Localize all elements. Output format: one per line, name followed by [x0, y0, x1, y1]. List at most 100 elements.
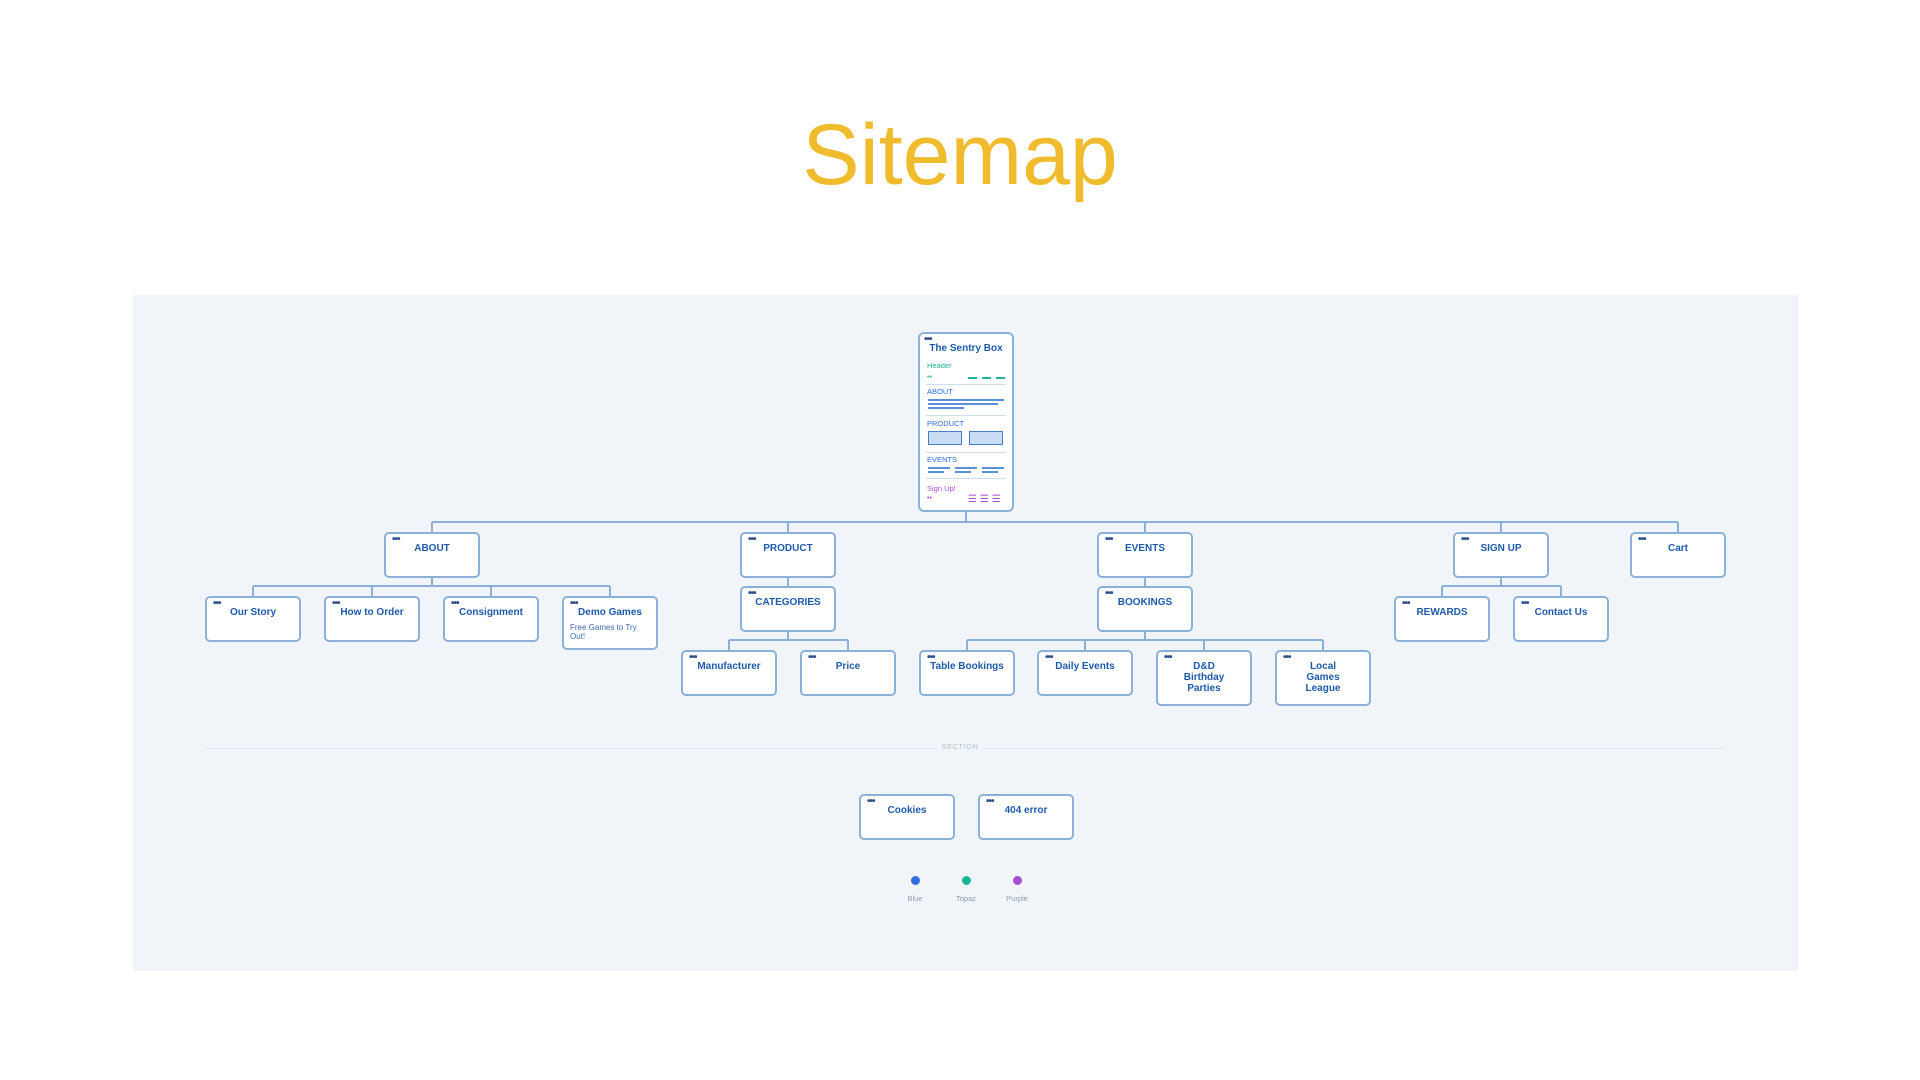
options-dots-icon[interactable]: ••• [1638, 534, 1646, 545]
options-dots-icon[interactable]: ••• [867, 796, 875, 807]
node-manufacturer[interactable]: ••• Manufacturer [681, 650, 777, 696]
node-label: Cart [1667, 543, 1688, 554]
purple-dot-icon [1012, 876, 1022, 885]
section-divider [983, 748, 1724, 749]
options-dots-icon[interactable]: ••• [748, 534, 756, 545]
node-label: Our Story [229, 607, 277, 618]
wf-signup-menu-icon: ☰☰☰ [968, 494, 1004, 505]
wf-text-line [928, 407, 964, 409]
node-label: Price [835, 661, 861, 672]
node-how-to-order[interactable]: ••• How to Order [324, 596, 420, 642]
options-dots-icon[interactable]: ••• [1105, 534, 1113, 545]
node-dnd-birthday-parties[interactable]: ••• D&D Birthday Parties [1156, 650, 1252, 706]
wf-header-nav [996, 377, 1005, 379]
wf-events-label: EVENTS [927, 455, 958, 464]
slide-title: Sitemap [802, 107, 1118, 203]
node-events[interactable]: ••• EVENTS [1097, 532, 1193, 578]
legend-item-purple: Purple [997, 876, 1037, 903]
node-local-games-league[interactable]: ••• Local Games League [1275, 650, 1371, 706]
node-label: Manufacturer [697, 661, 761, 672]
node-rewards[interactable]: ••• REWARDS [1394, 596, 1490, 642]
home-page-node[interactable]: ••• The Sentry Box Header •• ABOUT PRODU… [918, 332, 1014, 512]
options-dots-icon[interactable]: ••• [451, 598, 459, 609]
options-dots-icon[interactable]: ••• [1045, 652, 1053, 663]
wf-product-label: PRODUCT [927, 419, 965, 428]
wf-signup-label: Sign Up! [927, 484, 956, 493]
node-label: 404 error [1004, 805, 1048, 816]
node-label: REWARDS [1416, 607, 1468, 618]
wf-event-line [955, 471, 971, 473]
node-about[interactable]: ••• ABOUT [384, 532, 480, 578]
home-title: The Sentry Box [929, 343, 1003, 354]
node-our-story[interactable]: ••• Our Story [205, 596, 301, 642]
options-dots-icon[interactable]: ••• [927, 652, 935, 663]
options-dots-icon[interactable]: ••• [1461, 534, 1469, 545]
node-note: Free Games to Try Out! [570, 623, 637, 641]
wf-divider [926, 415, 1006, 416]
node-label: Demo Games [578, 607, 642, 618]
options-dots-icon[interactable]: ••• [1521, 598, 1529, 609]
options-dots-icon[interactable]: ••• [986, 796, 994, 807]
legend-label: Blue [907, 894, 923, 903]
node-demo-games[interactable]: ••• Demo Games Free Games to Try Out! [562, 596, 658, 650]
node-product[interactable]: ••• PRODUCT [740, 532, 836, 578]
options-dots-icon[interactable]: ••• [1164, 652, 1172, 663]
node-label: EVENTS [1124, 543, 1165, 554]
node-label: BOOKINGS [1117, 597, 1173, 608]
section-label: SECTION [941, 742, 979, 751]
wf-event-line [955, 467, 977, 469]
node-cookies[interactable]: ••• Cookies [859, 794, 955, 840]
node-label: D&D Birthday Parties [1183, 661, 1225, 694]
wf-divider [926, 452, 1006, 453]
node-daily-events[interactable]: ••• Daily Events [1037, 650, 1133, 696]
options-dots-icon[interactable]: ••• [924, 334, 932, 345]
options-dots-icon[interactable]: ••• [570, 598, 578, 609]
options-dots-icon[interactable]: ••• [1402, 598, 1410, 609]
wf-about-label: ABOUT [927, 387, 953, 396]
wf-header-nav [982, 377, 991, 379]
options-dots-icon[interactable]: ••• [1105, 588, 1113, 599]
wf-header-dots-icon: •• [927, 374, 932, 381]
blue-dot-icon [910, 876, 920, 885]
options-dots-icon[interactable]: ••• [392, 534, 400, 545]
legend-item-blue: Blue [895, 876, 935, 903]
node-categories[interactable]: ••• CATEGORIES [740, 586, 836, 632]
wf-event-line [982, 467, 1004, 469]
node-label: Daily Events [1055, 661, 1115, 672]
node-label: PRODUCT [763, 543, 813, 554]
node-label: Contact Us [1534, 607, 1588, 618]
wf-text-line [928, 399, 1004, 401]
wf-header-nav [968, 377, 977, 379]
section-divider [206, 748, 937, 749]
legend-label: Topaz [955, 894, 976, 903]
wf-divider [926, 384, 1006, 385]
node-label: How to Order [340, 607, 404, 618]
node-cart[interactable]: ••• Cart [1630, 532, 1726, 578]
node-404-error[interactable]: ••• 404 error [978, 794, 1074, 840]
node-label: Cookies [887, 805, 927, 816]
wf-signup-dots-icon: •• [927, 495, 932, 502]
node-contact-us[interactable]: ••• Contact Us [1513, 596, 1609, 642]
wf-event-line [928, 471, 944, 473]
legend-item-topaz: Topaz [946, 876, 986, 903]
topaz-dot-icon [961, 876, 971, 885]
options-dots-icon[interactable]: ••• [1283, 652, 1291, 663]
options-dots-icon[interactable]: ••• [808, 652, 816, 663]
node-consignment[interactable]: ••• Consignment [443, 596, 539, 642]
node-price[interactable]: ••• Price [800, 650, 896, 696]
wf-text-line [928, 403, 998, 405]
wf-header-label: Header [927, 361, 952, 370]
node-label: ABOUT [414, 543, 450, 554]
wf-event-line [928, 467, 950, 469]
node-table-bookings[interactable]: ••• Table Bookings [919, 650, 1015, 696]
wf-product-card [969, 431, 1003, 445]
options-dots-icon[interactable]: ••• [332, 598, 340, 609]
node-bookings[interactable]: ••• BOOKINGS [1097, 586, 1193, 632]
options-dots-icon[interactable]: ••• [689, 652, 697, 663]
node-sign-up[interactable]: ••• SIGN UP [1453, 532, 1549, 578]
wf-divider [926, 478, 1006, 479]
node-label: SIGN UP [1480, 543, 1522, 554]
node-label: Table Bookings [930, 661, 1004, 672]
options-dots-icon[interactable]: ••• [213, 598, 221, 609]
options-dots-icon[interactable]: ••• [748, 588, 756, 599]
